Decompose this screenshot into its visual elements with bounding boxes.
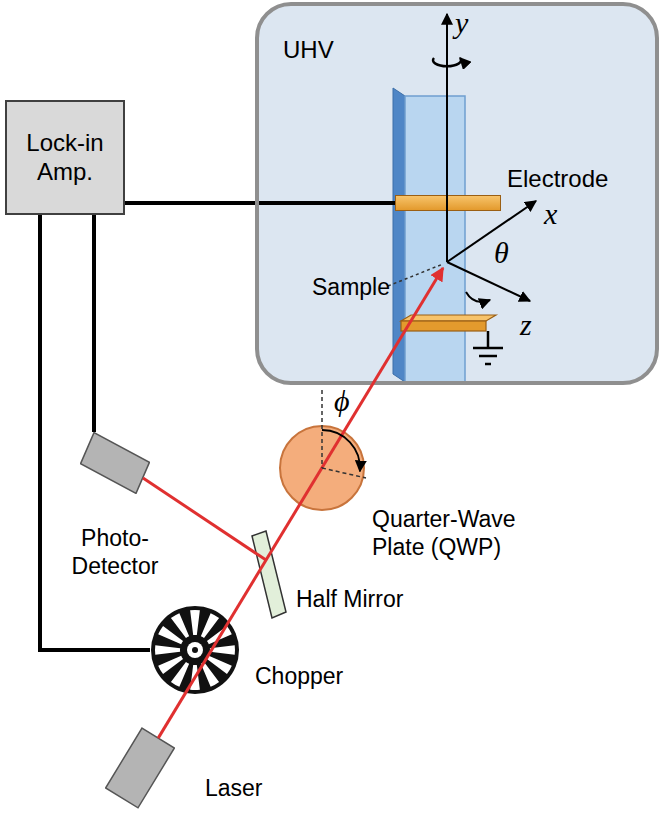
label-anchor: ϕ	[334, 386, 350, 416]
label-anchor: θ	[494, 238, 509, 268]
node-label: UHV	[283, 36, 373, 65]
z-axis	[447, 262, 530, 301]
lock-in-amplifier: Lock-in Amp.	[5, 100, 125, 215]
axis-label: y	[455, 8, 468, 38]
signal-wire	[40, 215, 150, 650]
label-anchor: Electrode	[507, 165, 637, 194]
label-anchor: UHV	[283, 36, 373, 65]
reflected-beam	[143, 478, 266, 560]
rotation-arrow	[433, 58, 461, 66]
angle-arrow	[466, 292, 490, 302]
ground-symbol	[473, 331, 503, 364]
chopper: Chopper	[150, 605, 240, 695]
node-label: Lock-in Amp.	[9, 129, 121, 187]
photo-detector: Photo- Detector	[80, 432, 150, 494]
node-label: Photo- Detector	[65, 525, 165, 580]
angle-label: θ	[494, 238, 509, 268]
label-anchor: x	[544, 199, 557, 229]
x-axis	[447, 201, 536, 262]
angle-label: ϕ	[334, 386, 350, 416]
reference-line	[321, 390, 323, 468]
y-axis	[446, 14, 448, 262]
part-label: Sample	[312, 274, 390, 302]
label-anchor: Photo- Detector	[65, 525, 165, 580]
label-anchor: Chopper	[255, 663, 355, 691]
part-label: Half Mirror	[296, 586, 436, 614]
chopper-shape	[150, 605, 240, 695]
axis-label: x	[544, 199, 557, 229]
label-anchor: Quarter-Wave Plate (QWP)	[372, 506, 537, 561]
axis-label: z	[520, 310, 532, 340]
chamber-fill	[257, 4, 657, 383]
laser: Laser	[105, 727, 175, 809]
laser-beam	[158, 268, 443, 738]
pd-shape	[80, 432, 150, 494]
label-anchor: Laser	[205, 775, 285, 803]
vacuum-chamber: UHV Electrode	[255, 2, 659, 385]
label-anchor: Half Mirror	[296, 586, 436, 614]
part-label: Quarter-Wave Plate (QWP)	[372, 506, 537, 561]
node-label: Electrode	[507, 165, 637, 194]
ground-electrode	[401, 321, 486, 331]
signal-wire	[125, 201, 395, 205]
node-label: Chopper	[255, 663, 355, 691]
leader-line	[388, 264, 443, 286]
laser-shape	[105, 727, 175, 809]
angle-arrow	[322, 430, 360, 471]
label-anchor: y	[455, 8, 468, 38]
label-anchor: Sample	[312, 274, 390, 302]
node-label: Laser	[205, 775, 285, 803]
signal-wire	[92, 215, 96, 432]
label-anchor: z	[520, 310, 532, 340]
sample-slab	[405, 96, 465, 382]
